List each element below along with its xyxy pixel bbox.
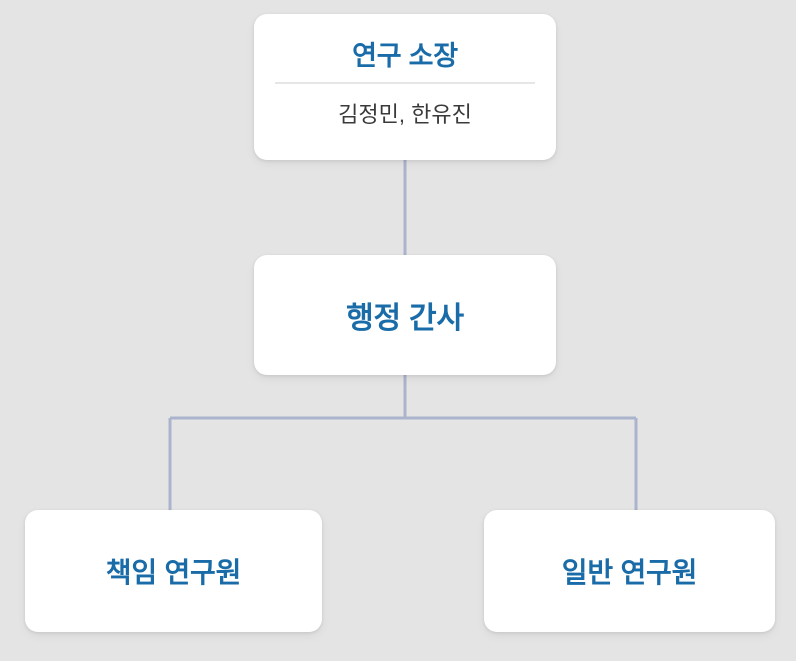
node-administrative-secretary-title: 행정 간사 [346,302,464,335]
node-principal-researcher[interactable]: 책임 연구원 [25,510,322,632]
node-administrative-secretary[interactable]: 행정 간사 [254,255,556,375]
node-director[interactable]: 연구 소장 김정민, 한유진 [254,14,556,160]
node-director-subtitle: 김정민, 한유진 [338,102,472,127]
node-general-researcher-title: 일반 연구원 [561,557,698,588]
node-director-title: 연구 소장 [352,41,458,71]
node-director-divider [275,82,535,84]
node-general-researcher[interactable]: 일반 연구원 [484,510,775,632]
node-principal-researcher-title: 책임 연구원 [105,557,242,588]
